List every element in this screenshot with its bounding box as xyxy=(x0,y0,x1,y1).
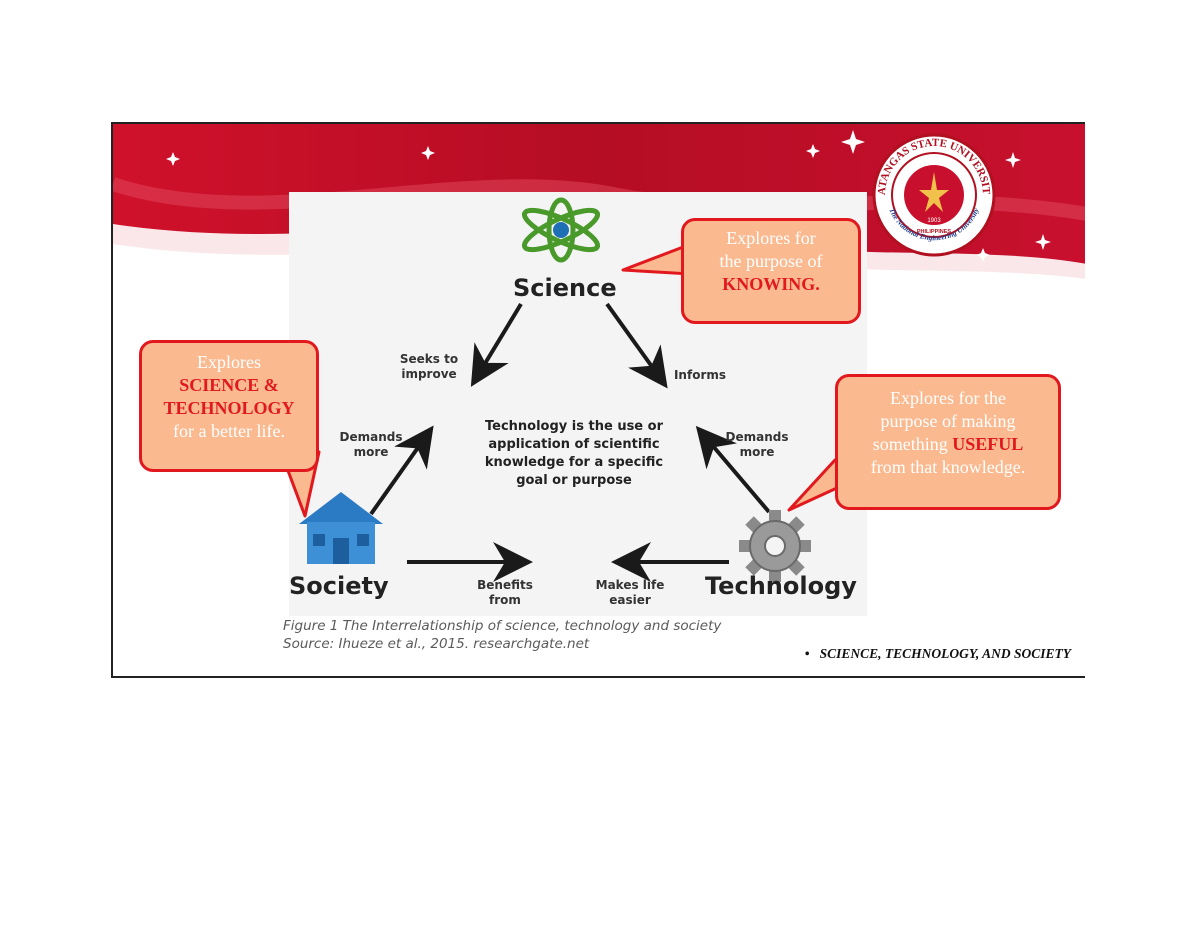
callout-technology: Explores for the purpose of making somet… xyxy=(835,374,1061,510)
gear-icon xyxy=(739,510,811,582)
slide: BATANGAS STATE UNIVERSITY The National E… xyxy=(111,122,1085,678)
node-technology: Technology xyxy=(705,572,857,600)
edge-benefits-from: Benefits from xyxy=(477,578,533,607)
house-icon xyxy=(299,492,383,564)
technology-definition: Technology is the use or application of … xyxy=(484,419,664,488)
edge-makes-life-easier: Makes life easier xyxy=(595,578,665,607)
seal-country: PHILIPPINES xyxy=(917,229,952,235)
callout-science: Explores for the purpose of KNOWING. xyxy=(681,218,861,324)
callout-society: Explores SCIENCE & TECHNOLOGY for a bett… xyxy=(139,340,319,472)
seal-year: 1903 xyxy=(927,218,941,224)
sparkle-icon xyxy=(166,130,1051,262)
edge-demands-more-right: Demands more xyxy=(725,430,789,459)
figure-caption-title: Figure 1 The Interrelationship of scienc… xyxy=(283,618,722,634)
edge-seeks-to-improve: Seeks to improve xyxy=(399,352,459,381)
node-science: Science xyxy=(513,274,617,302)
edge-informs: Informs xyxy=(673,368,727,382)
node-society: Society xyxy=(289,572,389,600)
atom-icon xyxy=(521,197,601,263)
figure-caption-source: Source: Ihueze et al., 2015. researchgat… xyxy=(283,636,590,652)
edge-demands-more-left: Demands more xyxy=(339,430,403,459)
university-seal-logo: BATANGAS STATE UNIVERSITY The National E… xyxy=(871,132,996,257)
footer-title: • SCIENCE, TECHNOLOGY, AND SOCIETY xyxy=(804,646,1071,661)
